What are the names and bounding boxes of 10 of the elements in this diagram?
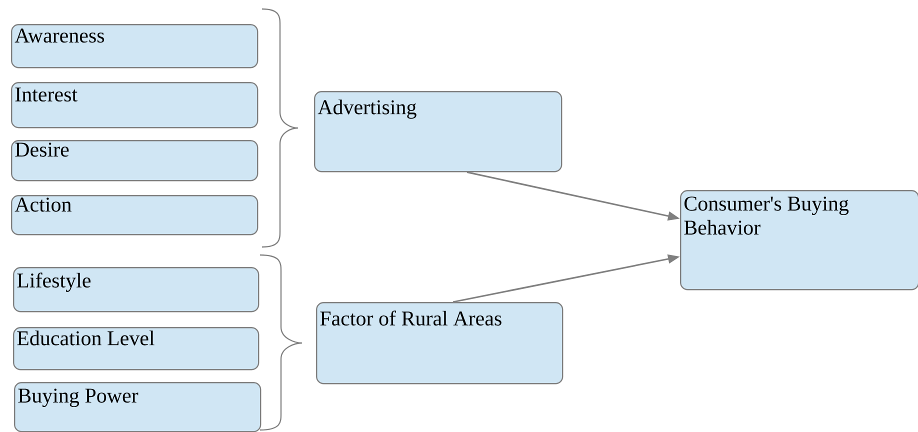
process-box: Awareness: [11, 24, 258, 68]
process-box: Consumer's Buying Behavior: [680, 190, 918, 290]
process-box: Buying Power: [14, 382, 262, 432]
process-box: Factor of Rural Areas: [316, 302, 564, 384]
process-box: Advertising: [314, 91, 562, 172]
process-box: Action: [11, 195, 258, 236]
process-box: Lifestyle: [13, 267, 260, 312]
process-box: Desire: [11, 140, 258, 182]
process-box: Interest: [11, 82, 258, 128]
process-box: Education Level: [13, 327, 260, 370]
